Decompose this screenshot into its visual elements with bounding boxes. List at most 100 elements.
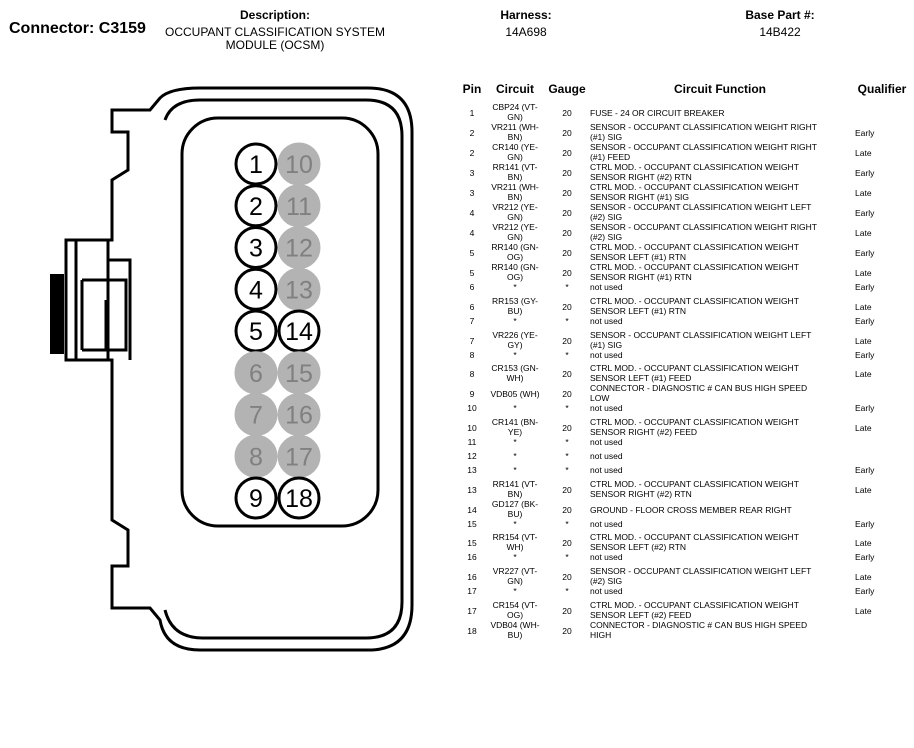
circuit-cell-line: CR140 (YE- — [492, 142, 538, 152]
gauge-cell: * — [565, 437, 569, 448]
connector-title: Connector: C3159 — [9, 20, 146, 37]
function-cell: CTRL MOD. - OCCUPANT CLASSIFICATION WEIG… — [590, 600, 850, 620]
pin-10: 10 — [277, 142, 321, 186]
function-cell-line: SENSOR LEFT (#2) FEED — [590, 610, 692, 620]
pin-cell: 2 — [469, 148, 475, 158]
pin-cell: 6 — [469, 282, 475, 292]
gauge-cell: 20 — [562, 148, 572, 158]
function-cell-line: SENSOR LEFT (#1) FEED — [590, 373, 692, 384]
circuit-cell-line: * — [513, 282, 517, 292]
circuit-cell: VDB05 (WH) — [485, 389, 545, 399]
function-cell: not used — [590, 403, 850, 413]
pin-cell: 7 — [469, 335, 475, 346]
description-line-1: OCCUPANT CLASSIFICATION SYSTEM — [164, 25, 386, 39]
pin-circle — [234, 267, 278, 311]
circuit-cell-line: CR141 (BN- — [491, 417, 539, 428]
table-row: 12**not used — [455, 451, 914, 465]
function-cell-line: not used — [590, 552, 623, 563]
function-cell-line: CTRL MOD. - OCCUPANT CLASSIFICATION WEIG… — [590, 363, 799, 374]
pin-number: 2 — [249, 193, 263, 221]
pin-circle — [234, 351, 278, 395]
function-cell: SENSOR - OCCUPANT CLASSIFICATION WEIGHT … — [590, 202, 850, 222]
pin-circle — [277, 434, 321, 478]
gauge-cell: * — [565, 349, 569, 360]
gauge-cell: 20 — [562, 208, 572, 218]
pin-13: 13 — [277, 267, 321, 311]
circuit-cell-line: BN) — [507, 132, 523, 142]
qualifier-cell: Early — [855, 349, 875, 360]
function-cell-line: SENSOR LEFT (#1) RTN — [590, 305, 687, 316]
function-cell: FUSE - 24 OR CIRCUIT BREAKER — [590, 108, 850, 118]
circuit-cell-line: RR141 (VT- — [492, 478, 538, 489]
pin-cell: 5 — [469, 248, 475, 258]
description-label: Description: — [239, 8, 310, 22]
function-cell-line: CONNECTOR - DIAGNOSTIC # CAN BUS HIGH SP… — [590, 383, 808, 394]
pin-cell: 11 — [467, 437, 477, 448]
pin-3: 3 — [234, 226, 278, 269]
circuit-cell-line: BN) — [507, 488, 523, 499]
pin-cell: 15 — [467, 538, 477, 549]
function-cell-line: not used — [590, 315, 623, 326]
circuit-cell: VR212 (YE-GN) — [485, 202, 545, 222]
pin-cell: 3 — [469, 168, 475, 178]
circuit-cell-line: VR227 (VT- — [492, 566, 538, 577]
circuit-cell: RR154 (VT-WH) — [485, 532, 545, 552]
circuit-cell-line: * — [513, 451, 517, 461]
pin-number: 7 — [249, 402, 263, 430]
circuit-cell: CR140 (YE-GN) — [485, 142, 545, 162]
circuit-cell-line: VDB04 (WH- — [490, 620, 540, 630]
header-pin: Pin — [462, 82, 482, 96]
pin-9: 9 — [234, 476, 278, 520]
pin-number: 12 — [285, 235, 313, 263]
qualifier-cell: Late — [855, 148, 872, 158]
circuit-cell-line: * — [513, 315, 517, 326]
circuit-cell-line: OG) — [506, 610, 524, 620]
pin-cell: 13 — [467, 484, 477, 495]
circuit-cell-line: VR211 (WH- — [491, 182, 539, 192]
qualifier-cell: Late — [855, 301, 872, 312]
function-cell-line: (#1) FEED — [590, 152, 631, 162]
circuit-cell: * — [485, 552, 545, 562]
function-cell-line: FUSE - 24 OR CIRCUIT BREAKER — [590, 108, 725, 118]
function-cell: CTRL MOD. - OCCUPANT CLASSIFICATION WEIG… — [590, 262, 850, 282]
function-cell-line: HIGH — [590, 630, 612, 640]
pin-circle — [234, 142, 278, 186]
pin-cell: 8 — [469, 349, 475, 360]
qualifier-cell: Early — [855, 552, 875, 563]
function-cell-line: LOW — [590, 393, 610, 404]
circuit-cell-line: * — [513, 464, 517, 475]
function-cell-line: SENSOR RIGHT (#2) RTN — [590, 172, 692, 182]
function-cell-line: CTRL MOD. - OCCUPANT CLASSIFICATION WEIG… — [590, 478, 799, 489]
gauge-cell: 20 — [562, 369, 572, 380]
pin-number: 15 — [285, 360, 313, 388]
pin-14: 14 — [277, 309, 321, 353]
gauge-cell: * — [565, 518, 569, 529]
pin-circle — [277, 393, 321, 436]
circuit-cell-line: GN) — [507, 152, 523, 162]
function-cell-line: SENSOR - OCCUPANT CLASSIFICATION WEIGHT … — [590, 142, 818, 152]
circuit-cell: VDB04 (WH-BU) — [485, 620, 545, 640]
circuit-cell: * — [485, 437, 545, 447]
function-cell: CTRL MOD. - OCCUPANT CLASSIFICATION WEIG… — [590, 417, 850, 437]
circuit-cell-line: GN) — [507, 576, 523, 587]
gauge-cell: 20 — [562, 572, 572, 583]
qualifier-cell: Late — [855, 606, 872, 616]
function-cell: CTRL MOD. - OCCUPANT CLASSIFICATION WEIG… — [590, 532, 850, 552]
circuit-cell-line: VR226 (YE- — [492, 329, 538, 340]
pin-1: 1 — [234, 142, 278, 186]
pin-circle — [277, 184, 321, 228]
qualifier-cell: Late — [855, 228, 872, 238]
pin-15: 15 — [277, 351, 321, 395]
circuit-cell-line: RR141 (VT- — [492, 162, 538, 172]
gauge-cell: 20 — [562, 268, 572, 278]
circuit-cell-line: CBP24 (VT- — [492, 102, 538, 112]
pin-number: 8 — [249, 443, 263, 471]
gauge-cell: 20 — [562, 504, 572, 515]
function-cell-line: CTRL MOD. - OCCUPANT CLASSIFICATION WEIG… — [590, 262, 799, 272]
pin-5: 5 — [234, 309, 278, 353]
function-cell: CTRL MOD. - OCCUPANT CLASSIFICATION WEIG… — [590, 162, 850, 182]
function-cell: CTRL MOD. - OCCUPANT CLASSIFICATION WEIG… — [590, 296, 850, 316]
circuit-cell: GD127 (BK-BU) — [485, 499, 545, 519]
